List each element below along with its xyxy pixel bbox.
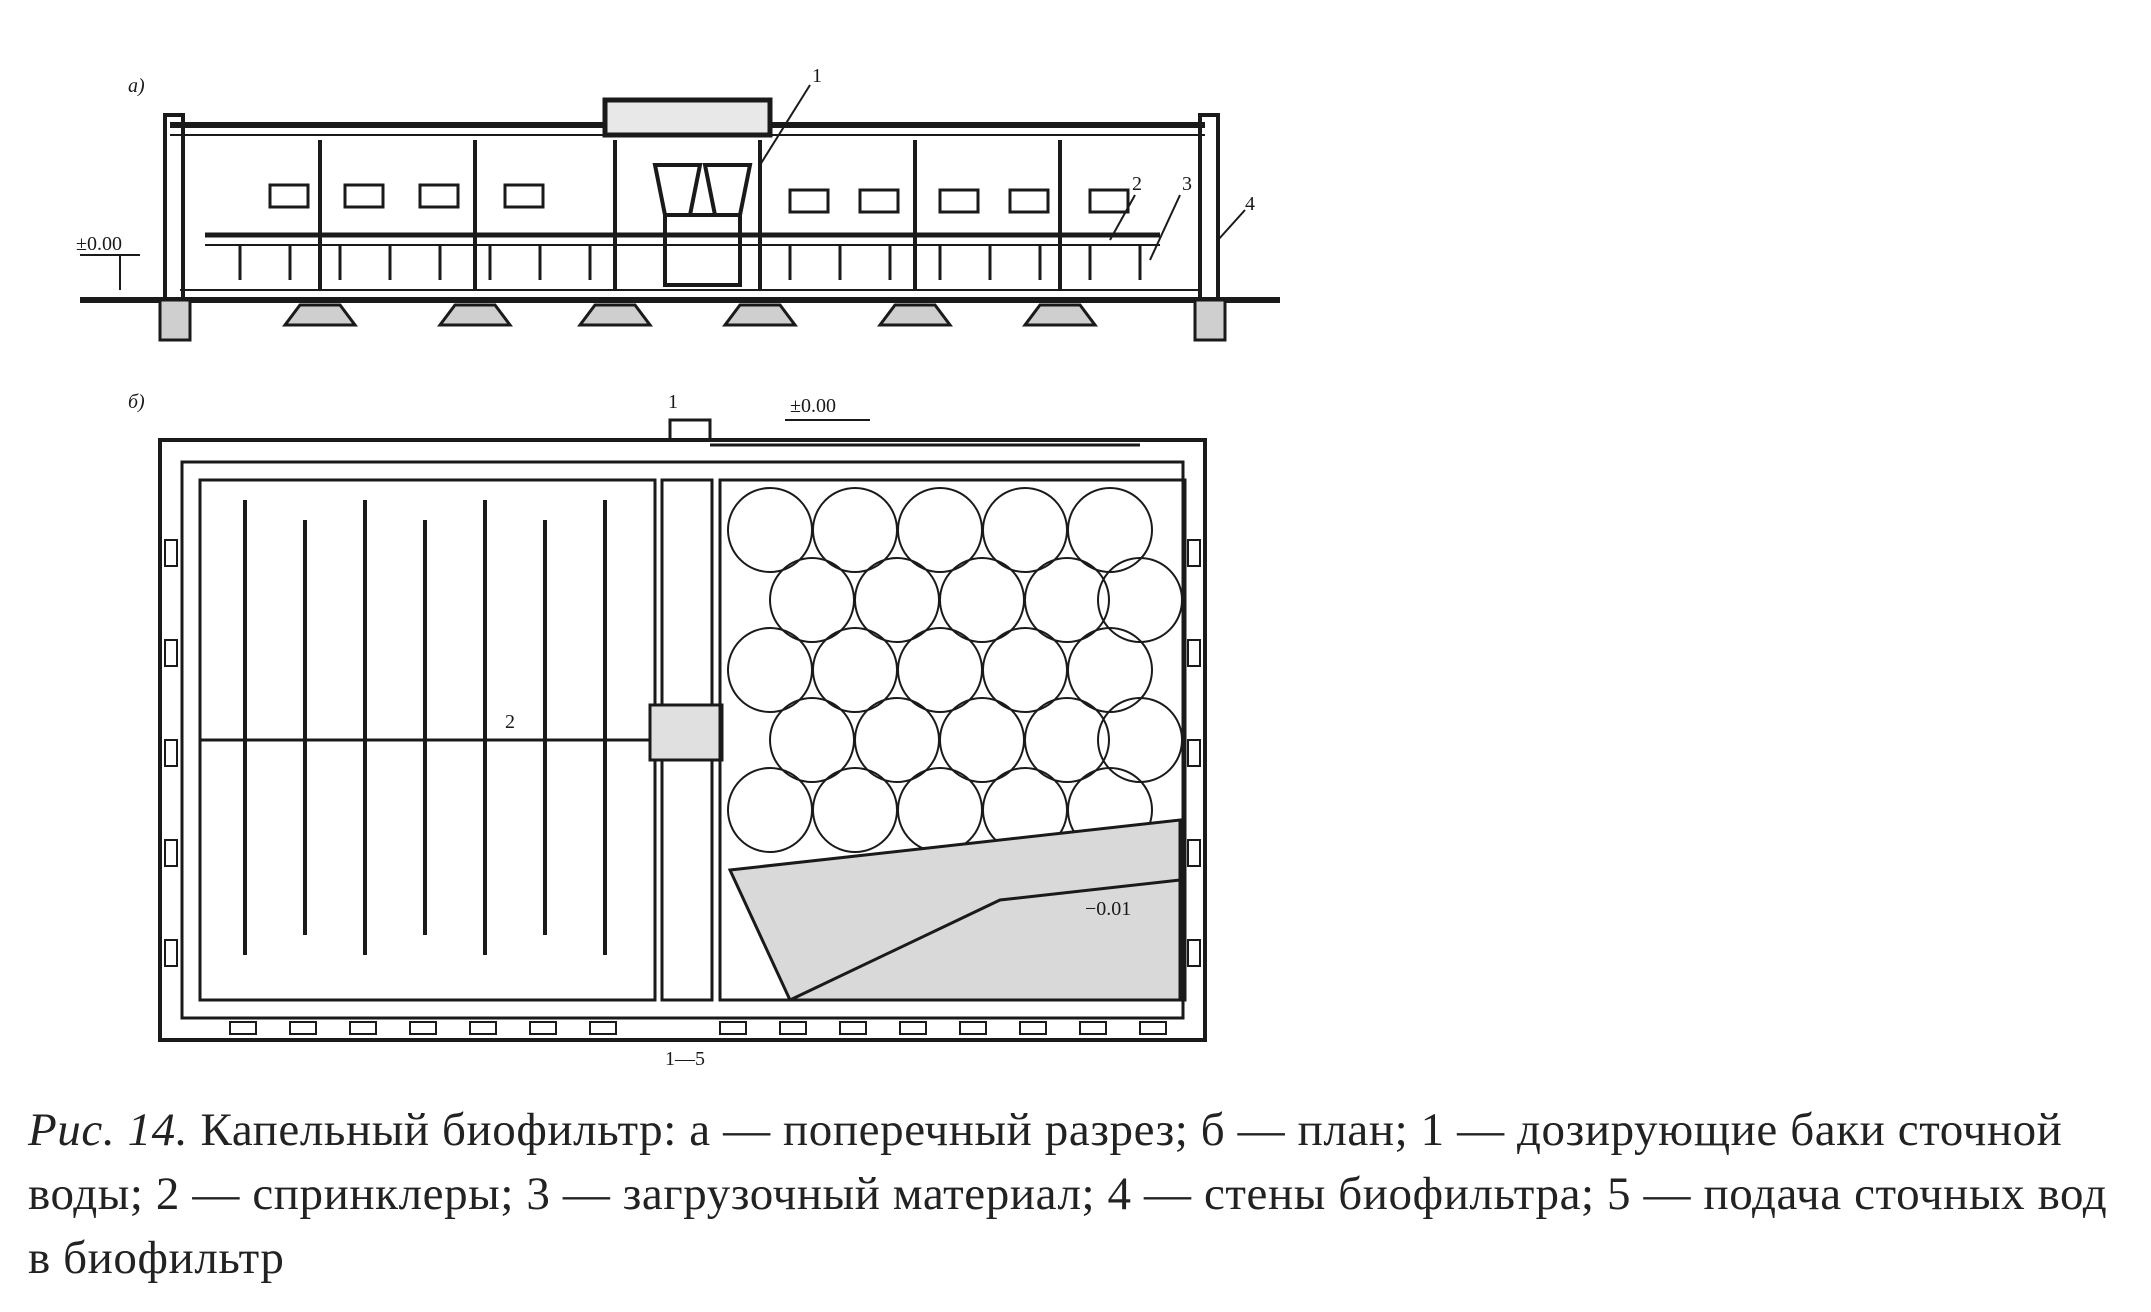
footings: [158, 298, 1227, 342]
panel-a-label: а): [128, 75, 145, 97]
elevation-zero-label: ±0.00: [76, 233, 122, 255]
wall-blocks: [164, 539, 1201, 1035]
panel-b-label: б): [128, 391, 145, 413]
sprinkler-lines-left: [243, 500, 607, 955]
callout-4: 4: [1245, 193, 1255, 215]
callout-1: 1: [812, 65, 822, 87]
loading-material-cutaway: [727, 818, 1182, 1002]
caption-text: Капельный биофильтр: а — поперечный разр…: [28, 1104, 2108, 1284]
elevation-slope-label: −0.01: [1085, 898, 1131, 920]
sprinkler-drops: [238, 245, 1142, 280]
plan-callout-2: 2: [505, 711, 515, 733]
cross-section-panel: а): [76, 65, 1280, 342]
dosing-tanks: [652, 163, 753, 287]
elevation-plan-label: ±0.00: [790, 395, 836, 417]
biofilter-drawing: а): [76, 65, 1280, 1070]
figure-number: Рис. 14.: [28, 1104, 189, 1156]
plan-panel: б) 1 ±0.00: [128, 391, 1207, 1070]
feed-mark: 1—5: [665, 1048, 705, 1070]
window-row: [268, 183, 1130, 214]
callout-3: 3: [1182, 173, 1192, 195]
sprinkler-circles: [727, 487, 1183, 853]
section-mark: 1: [668, 391, 678, 413]
callout-2: 2: [1132, 173, 1142, 195]
figure-caption: Рис. 14. Капельный биофильтр: а — попере…: [28, 1098, 2128, 1290]
